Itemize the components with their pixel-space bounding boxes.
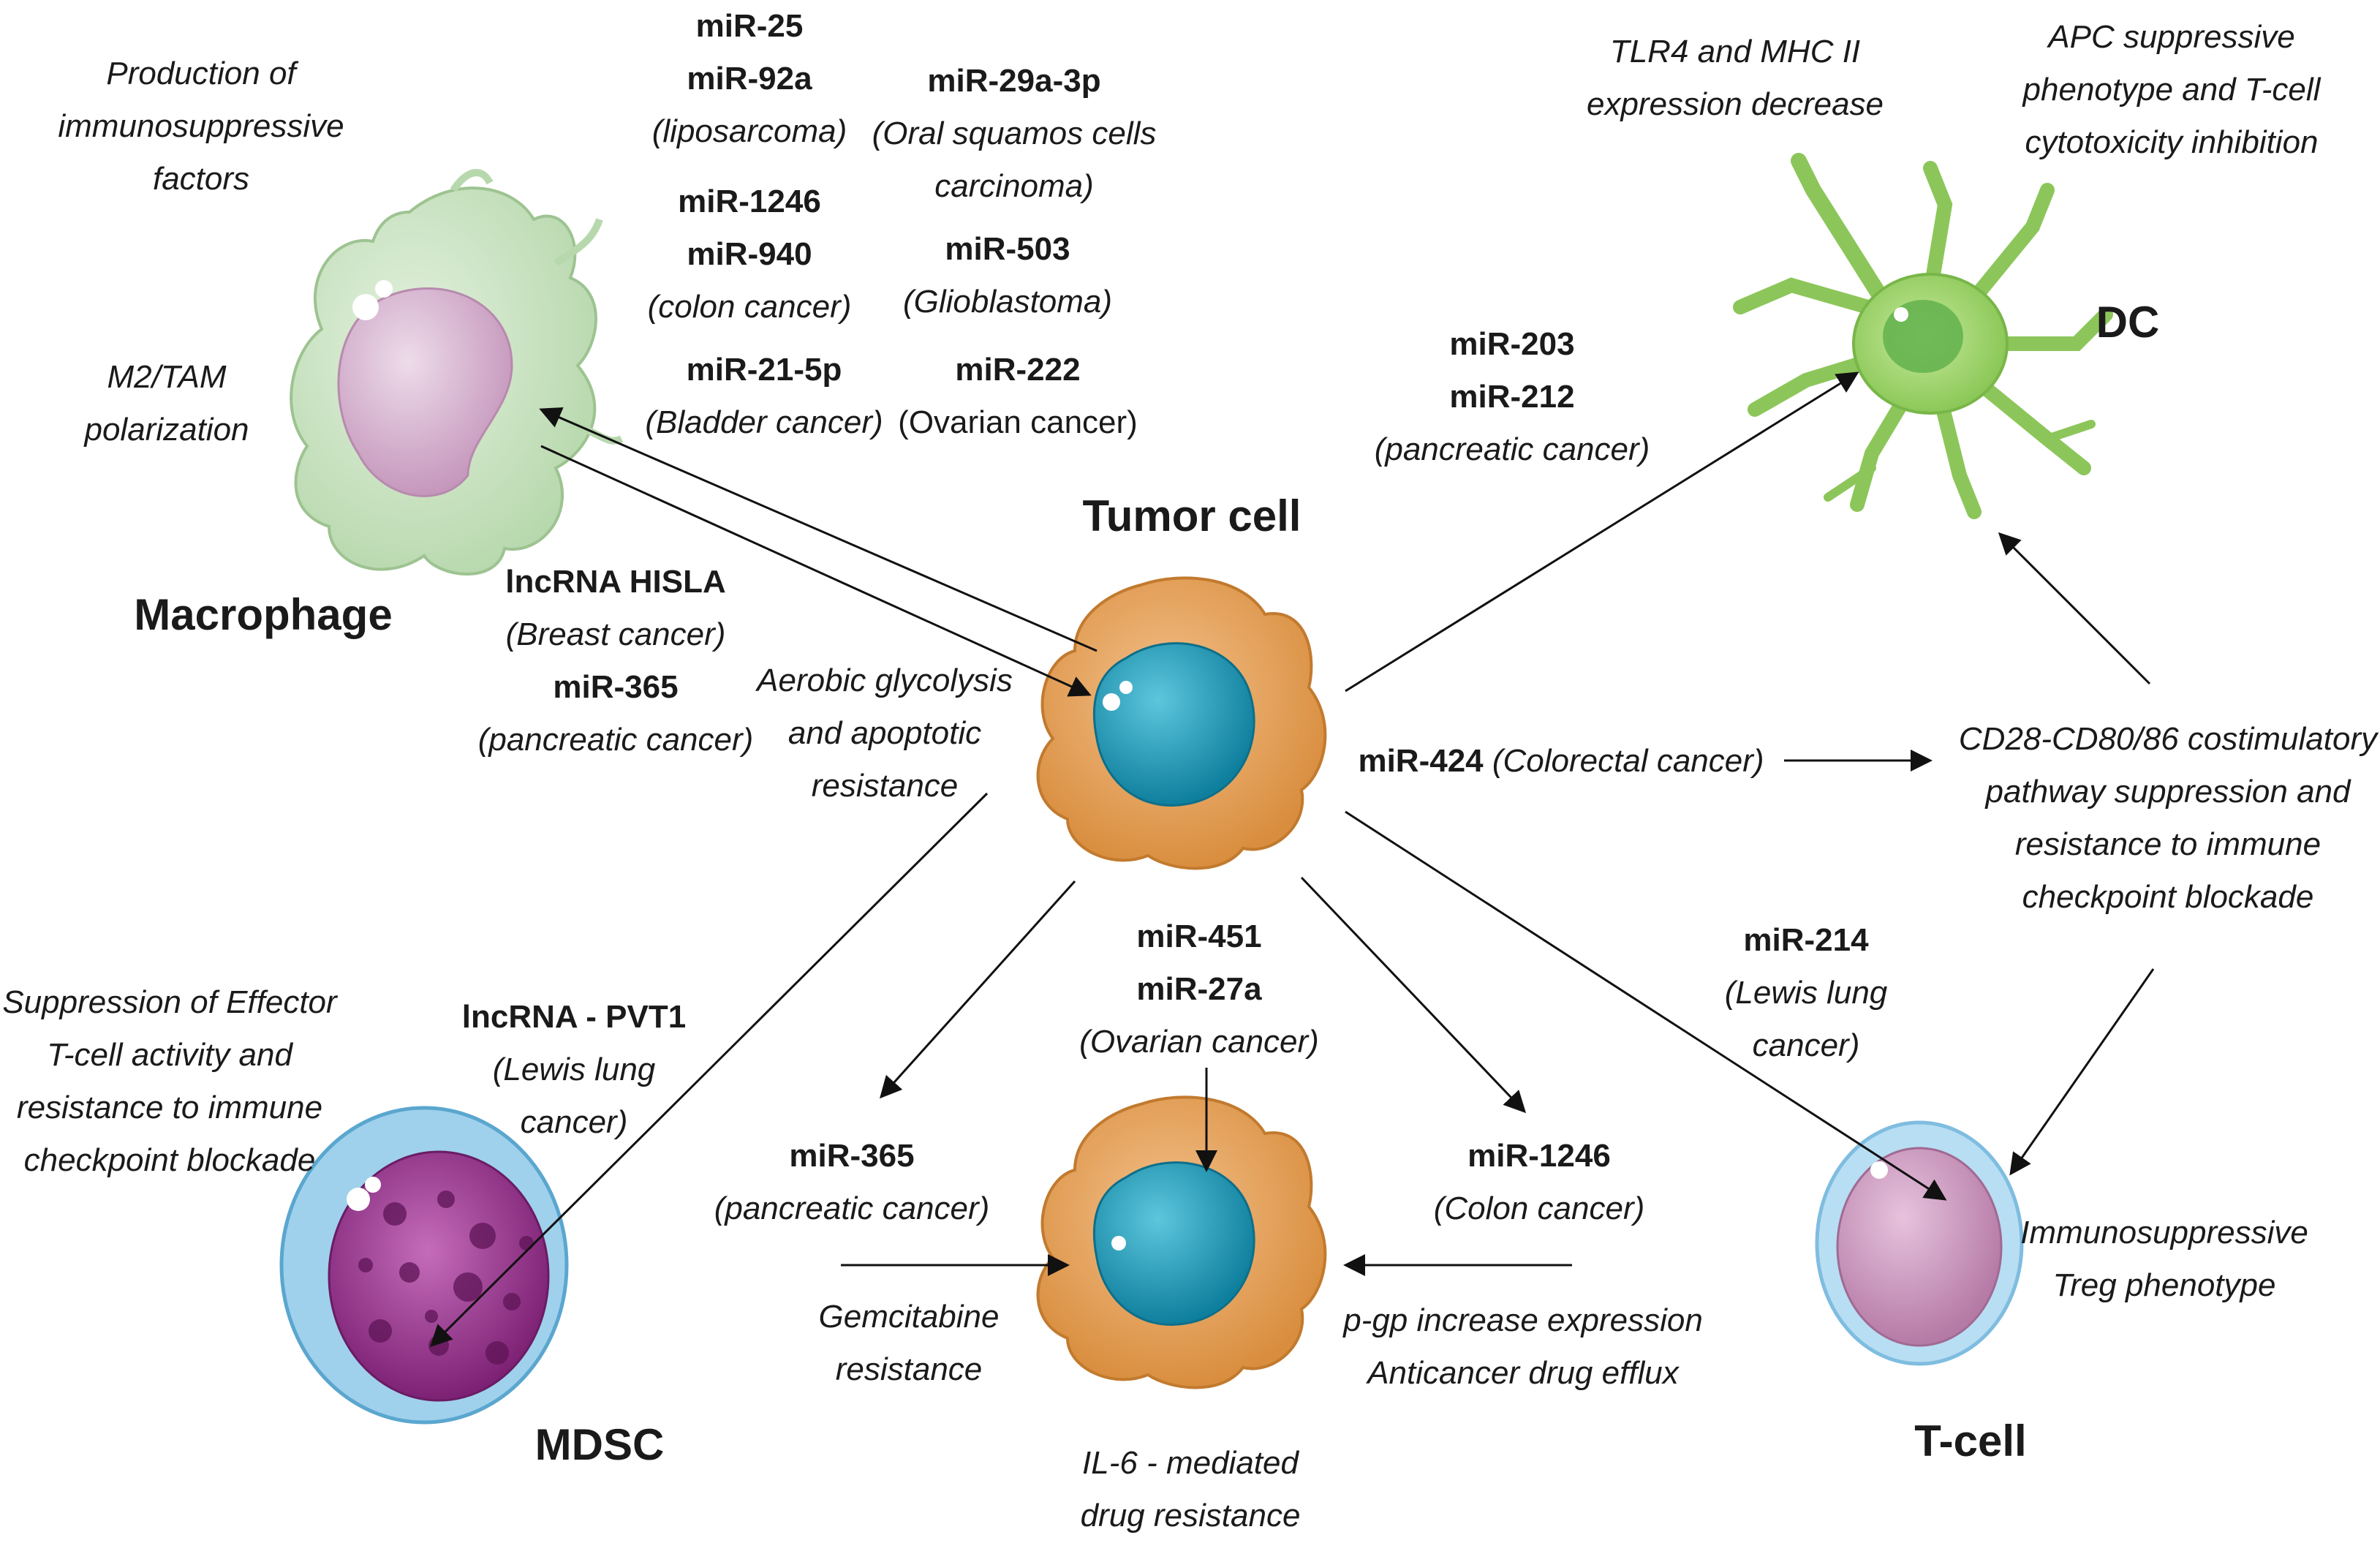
mir-group-glioblastoma: miR-503 (Glioblastoma) xyxy=(902,231,1113,320)
arrows xyxy=(429,371,2155,1348)
mir-214-label: miR-214 (Lewis lung cancer) xyxy=(1724,922,1888,1063)
pgp-note: p-gp increase expression Anticancer drug… xyxy=(1343,1302,1703,1391)
tumor-cell-label: Tumor cell xyxy=(1082,491,1302,540)
il6-note: IL-6 - mediated drug resistance xyxy=(1080,1445,1301,1533)
aerobic-glycolysis-note: Aerobic glycolysis and apoptotic resista… xyxy=(757,663,1013,804)
tumor-cell-icon xyxy=(1036,576,1327,870)
mdsc-effect-note: Suppression of Effector T-cell activity … xyxy=(2,984,337,1178)
apc-suppressive-note: APC suppressive phenotype and T-cell cyt… xyxy=(2022,19,2321,160)
macrophage-polarization-note: M2/TAM polarization xyxy=(84,359,249,448)
macrophage-label: Macrophage xyxy=(134,590,393,639)
resistant-tumor-cell-icon xyxy=(1036,1095,1327,1389)
lncrna-pvt1-label: lncRNA - PVT1 (Lewis lung cancer) xyxy=(461,999,687,1140)
gemcitabine-note: Gemcitabine resistance xyxy=(818,1299,1000,1387)
pgp-mir: miR-1246 (Colon cancer) xyxy=(1433,1138,1645,1226)
treg-phenotype-note: Immunosuppressive Treg phenotype xyxy=(2020,1215,2308,1303)
macrophage-to-tumor-lnc: lncRNA HISLA (Breast cancer) miR-365 (pa… xyxy=(477,564,754,758)
tcell-icon xyxy=(1815,1120,2024,1366)
tumor-to-dc-mirs: miR-203 miR-212 (pancreatic cancer) xyxy=(1374,326,1650,467)
mir-group-bladder: miR-21-5p (Bladder cancer) xyxy=(645,352,883,440)
macrophage-production-note: Production of immunosuppressive factors xyxy=(58,56,344,197)
mir-424-label: miR-424 (Colorectal cancer) xyxy=(1358,743,1764,779)
mdsc-cell-icon xyxy=(279,1106,569,1425)
dc-body-icon xyxy=(1852,273,2009,415)
tlr4-mhc-note: TLR4 and MHC II expression decrease xyxy=(1586,34,1884,122)
gemcitabine-mir: miR-365 (pancreatic cancer) xyxy=(714,1138,990,1226)
ovarian-mirs: miR-451 miR-27a (Ovarian cancer) xyxy=(1079,918,1319,1060)
mir-group-ovarian: miR-222 (Ovarian cancer) xyxy=(898,352,1138,440)
mir-group-colon: miR-1246 miR-940 (colon cancer) xyxy=(647,184,852,325)
mir-group-oral-squamous: miR-29a-3p (Oral squamos cells carcinoma… xyxy=(872,63,1157,204)
mir-group-liposarcoma: miR-25 miR-92a (liposarcoma) xyxy=(651,8,847,149)
tcell-label: T-cell xyxy=(1914,1416,2027,1465)
mdsc-label: MDSC xyxy=(534,1420,665,1469)
costimulatory-note: CD28-CD80/86 costimulatory pathway suppr… xyxy=(1958,721,2378,915)
macrophage-cell-icon xyxy=(290,169,624,576)
dc-label: DC xyxy=(2096,298,2160,347)
